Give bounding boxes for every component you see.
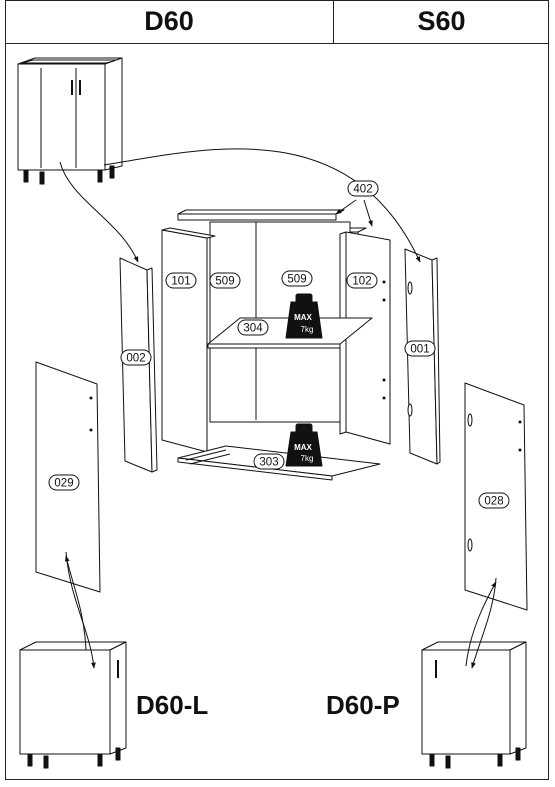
variant-d60-p-label: D60-P [326,690,400,720]
label-002: 002 [120,349,152,366]
arrow-402-b [363,199,373,227]
assembly-arrows [59,148,497,669]
label-303: 303 [253,453,285,470]
weight-limit-shelf: MAX 7kg [294,313,313,334]
label-029: 029 [48,474,80,491]
arrow-029-down [65,551,96,669]
label-304-text: 304 [243,323,263,335]
weight-max-text: MAX [294,313,312,322]
label-509-left-text: 509 [215,276,234,288]
cabinet-d60-assembled [17,57,123,185]
label-001: 001 [404,340,436,357]
weight-max-text: MAX [294,443,312,452]
weight-icon [285,423,323,467]
label-402-text: 402 [353,184,372,196]
label-101-text: 101 [171,276,190,288]
part-labels: 402 101 509 509 102 304 002 001 303 029 … [48,180,510,509]
label-509-left: 509 [209,272,241,289]
label-509-right-text: 509 [287,274,306,286]
header-d60: D60 [5,0,334,44]
label-303-text: 303 [259,457,278,469]
header-s60-title: S60 [417,6,466,36]
weight-icon [285,293,323,339]
variant-d60-l-label: D60-L [136,690,209,720]
cabinet-d60-p [421,641,527,769]
label-101: 101 [165,272,197,289]
label-029-text: 029 [54,478,73,490]
label-102-text: 102 [352,276,371,288]
header-d60-title: D60 [144,6,194,36]
carcass-exploded [161,209,391,481]
label-001-text: 001 [410,344,429,356]
cabinet-d60-l [19,641,127,769]
label-304: 304 [237,319,269,336]
arrow-002 [59,161,139,263]
weight-value-text: 7kg [301,325,314,334]
arrow-001 [103,148,421,263]
page-frame [5,0,549,780]
weight-value-text: 7kg [301,454,314,463]
arrow-402-a [335,199,357,215]
label-028: 028 [478,492,510,509]
label-002-text: 002 [126,353,145,365]
arrow-029-up [64,555,87,651]
weight-limit-bottom: MAX 7kg [294,443,313,463]
label-402: 402 [347,180,379,197]
arrow-028-up [465,581,497,667]
label-028-text: 028 [484,496,503,508]
label-102: 102 [346,272,378,289]
label-509-right: 509 [281,270,313,287]
header-s60: S60 [334,0,549,44]
